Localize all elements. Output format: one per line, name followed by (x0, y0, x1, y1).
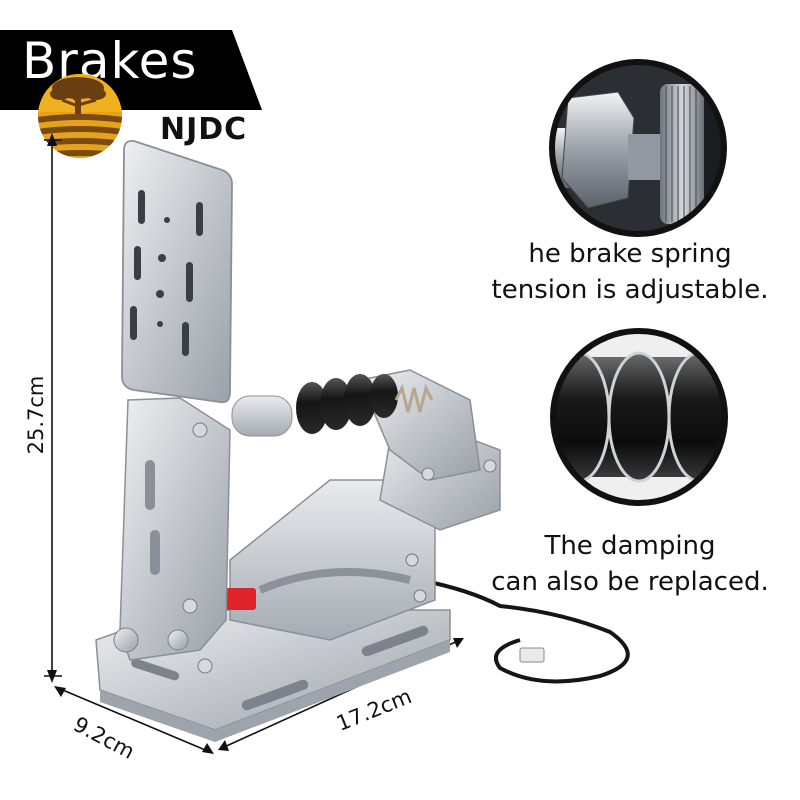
caption-line: tension is adjustable. (491, 275, 769, 305)
spring-adjuster-closeup-icon (549, 59, 727, 237)
pedal-face (121, 140, 233, 404)
caption-line: The damping (544, 531, 716, 561)
pedal-arm (119, 397, 231, 661)
brand-logo-icon (38, 74, 122, 158)
cable (419, 578, 630, 684)
banner-title: Brakes (22, 32, 198, 90)
brand-name: NJDC (160, 112, 248, 147)
damper-feature-caption: The damping can also be replaced. (470, 528, 790, 600)
caption-line: can also be replaced. (491, 567, 769, 597)
height-dimension-label: 25.7cm (24, 375, 48, 455)
rear-housing (229, 479, 436, 641)
caption-line: he brake spring (528, 239, 732, 269)
spring-feature-caption: he brake spring tension is adjustable. (470, 236, 790, 308)
damper-stack (296, 374, 398, 434)
damper-closeup-icon (550, 328, 728, 506)
